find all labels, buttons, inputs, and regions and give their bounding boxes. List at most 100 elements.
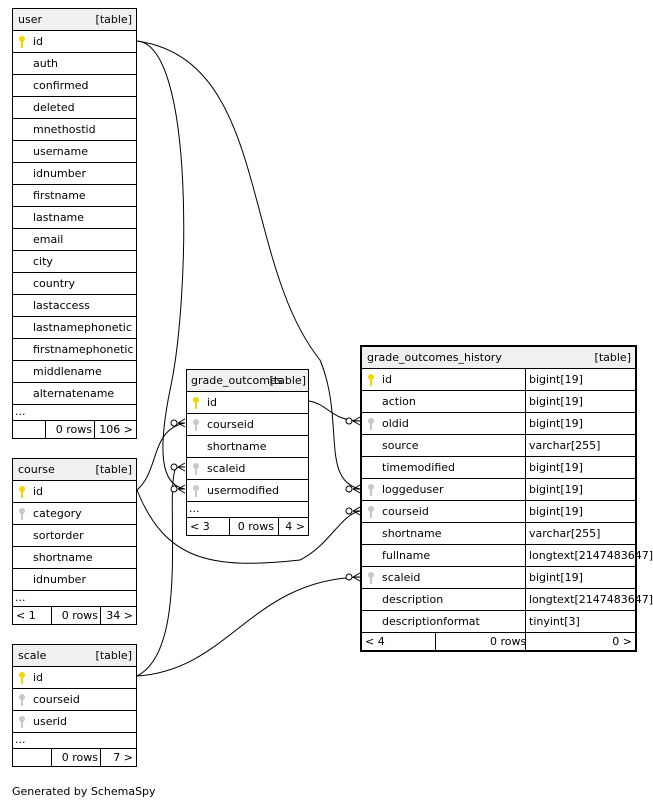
table-name: grade_outcomes <box>191 374 283 387</box>
column-type: varchar[255] <box>525 523 600 544</box>
column-row: timemodified bigint[19] <box>362 457 635 479</box>
edge-scale-grade-outcomes <box>136 466 186 677</box>
column-row: firstname <box>13 185 136 207</box>
column-type: tinyint[3] <box>525 611 580 632</box>
foreign-key-icon <box>368 572 374 584</box>
column-row: lastnamephonetic <box>13 317 136 339</box>
column-row: category <box>13 503 136 525</box>
foreign-key-icon <box>19 694 25 706</box>
foreign-key-icon <box>193 485 199 497</box>
children-count: 4 > <box>285 520 305 533</box>
parents-count: < 4 <box>365 635 385 648</box>
column-name: country <box>33 277 76 290</box>
table-type: [table] <box>95 13 132 26</box>
generated-by-footer: Generated by SchemaSpy <box>12 785 156 798</box>
column-row: id <box>187 392 308 414</box>
table-scale[interactable]: scale [table] id courseid userid ... 0 r… <box>12 644 137 767</box>
column-name: id <box>33 671 44 684</box>
row-count: 0 rows <box>237 520 274 533</box>
column-name: action <box>382 395 416 408</box>
column-name: confirmed <box>33 79 89 92</box>
table-user[interactable]: user [table] id auth confirmed deleted m… <box>12 8 137 439</box>
column-row: mnethostid <box>13 119 136 141</box>
table-name: course <box>18 463 55 476</box>
column-name: lastname <box>33 211 85 224</box>
table-course[interactable]: course [table] id category sortorder sho… <box>12 458 137 625</box>
column-name: city <box>33 255 53 268</box>
column-row: id <box>13 481 136 503</box>
column-type: bigint[19] <box>525 457 583 478</box>
primary-key-icon <box>193 397 199 409</box>
row-count: 0 rows <box>61 609 98 622</box>
column-name: id <box>33 35 44 48</box>
more-columns: ... <box>13 591 136 607</box>
table-name: scale <box>18 649 47 662</box>
column-name: source <box>382 439 419 452</box>
column-row: courseid <box>187 414 308 436</box>
column-name: descriptionformat <box>382 615 480 628</box>
table-type: [table] <box>95 649 132 662</box>
row-count: 0 rows <box>490 635 527 648</box>
edge-user-grade-outcomes <box>136 40 186 490</box>
column-row: id <box>13 667 136 689</box>
table-header: scale [table] <box>13 645 136 667</box>
column-name: idnumber <box>33 167 86 180</box>
column-row: scaleid bigint[19] <box>362 567 635 589</box>
column-name: firstname <box>33 189 86 202</box>
table-footer: < 3 0 rows 4 > <box>187 518 308 535</box>
column-name: fullname <box>382 549 431 562</box>
column-name: email <box>33 233 64 246</box>
column-name: timemodified <box>382 461 456 474</box>
column-row: idnumber <box>13 569 136 591</box>
column-row: email <box>13 229 136 251</box>
column-type: bigint[19] <box>525 391 583 412</box>
table-footer: < 4 0 rows 0 > <box>362 633 635 650</box>
column-name: courseid <box>382 505 429 518</box>
column-name: courseid <box>33 693 80 706</box>
column-name: oldid <box>382 417 409 430</box>
column-row: loggeduser bigint[19] <box>362 479 635 501</box>
row-count: 0 rows <box>55 423 92 436</box>
column-name: category <box>33 507 82 520</box>
column-row: idnumber <box>13 163 136 185</box>
column-name: idnumber <box>33 573 86 586</box>
column-name: scaleid <box>207 462 246 475</box>
column-name: auth <box>33 57 58 70</box>
foreign-key-icon <box>368 506 374 518</box>
table-grade-outcomes[interactable]: grade_outcomes [table] id courseid short… <box>186 369 309 536</box>
column-row: shortname varchar[255] <box>362 523 635 545</box>
column-name: firstnamephonetic <box>33 343 134 356</box>
more-columns: ... <box>187 502 308 518</box>
primary-key-icon <box>19 672 25 684</box>
foreign-key-icon <box>19 508 25 520</box>
table-header: grade_outcomes_history [table] <box>362 347 635 369</box>
column-row: action bigint[19] <box>362 391 635 413</box>
column-name: deleted <box>33 101 75 114</box>
column-name: scaleid <box>382 571 421 584</box>
foreign-key-icon <box>368 418 374 430</box>
column-type: bigint[19] <box>525 479 583 500</box>
column-row: scaleid <box>187 458 308 480</box>
children-count: 34 > <box>106 609 133 622</box>
edge-course-grade-outcomes <box>136 422 186 491</box>
table-footer: 0 rows 106 > <box>13 421 136 438</box>
column-row: shortname <box>13 547 136 569</box>
edge-scale-goh-scaleid <box>136 576 361 677</box>
column-type: bigint[19] <box>525 413 583 434</box>
column-name: shortname <box>382 527 442 540</box>
children-count: 7 > <box>113 751 133 764</box>
column-row: courseid <box>13 689 136 711</box>
column-type: bigint[19] <box>525 567 583 588</box>
column-name: loggeduser <box>382 483 444 496</box>
column-row: auth <box>13 53 136 75</box>
column-row: usermodified <box>187 480 308 502</box>
column-name: id <box>33 485 44 498</box>
foreign-key-icon <box>368 484 374 496</box>
column-name: usermodified <box>207 484 279 497</box>
column-row: descriptionformat tinyint[3] <box>362 611 635 633</box>
column-name: lastnamephonetic <box>33 321 132 334</box>
column-name: description <box>382 593 444 606</box>
